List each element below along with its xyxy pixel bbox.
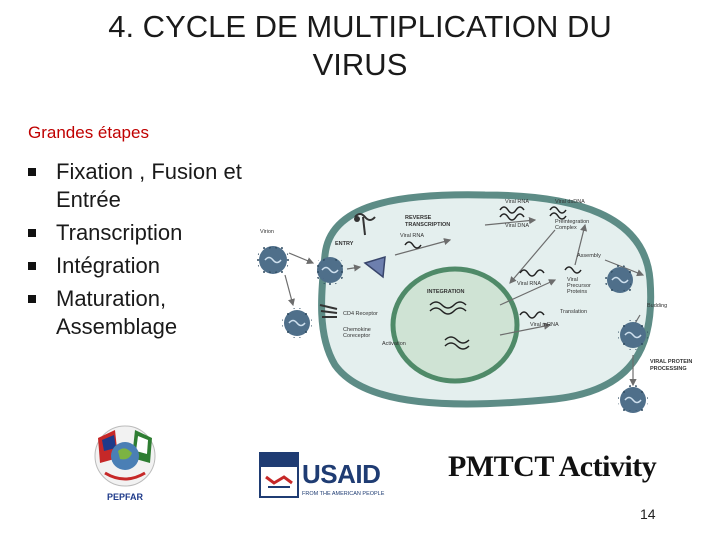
pepfar-logo: PEPFAR (94, 425, 156, 502)
label-viral-protein-2: Precursor (567, 283, 591, 289)
arrow (509, 229, 556, 284)
bullet-line: Assemblage (56, 314, 178, 339)
hiv-replication-diagram: Virion ENTRY REVERSE TRANSCRIPTION Viral… (257, 191, 692, 415)
viral-rna-strand (519, 269, 545, 277)
square-bullet-icon (28, 295, 36, 303)
bullet-line: Maturation, (56, 286, 167, 311)
label-virion: Virion (260, 229, 274, 235)
viral-rna-strand (499, 206, 525, 214)
bullet-line: Fixation , Fusion et (56, 159, 242, 184)
label-viral-rna-mid: Viral RNA (517, 281, 541, 287)
label-budding: Budding (647, 303, 667, 309)
label-cd4: CD4 Receptor (343, 311, 378, 317)
arrow (346, 264, 362, 272)
slide-title-line-1: 4. CYCLE DE MULTIPLICATION DU (108, 9, 612, 44)
label-reverse-1: REVERSE (405, 215, 432, 221)
mature-virus-icon (618, 320, 648, 350)
bullet-line: Intégration (56, 253, 160, 278)
viral-dna-strand (499, 213, 525, 221)
label-preint-2: Preintegration (555, 219, 589, 225)
virus-entry-icon (315, 255, 345, 285)
list-item: Intégration (28, 252, 288, 280)
list-item: Fixation , Fusion et Entrée (28, 158, 288, 214)
list-item: Maturation, Assemblage (28, 285, 288, 341)
bullet-line: Transcription (56, 220, 183, 245)
virus-particle-icon (282, 308, 312, 338)
arrow (484, 217, 537, 226)
label-activation: Activation (382, 341, 406, 347)
integrated-dna (444, 342, 470, 350)
arrow (284, 274, 295, 307)
viral-rna-strand (404, 241, 422, 249)
arrow (499, 322, 552, 336)
label-entry: ENTRY (335, 241, 354, 247)
usaid-logo: USAID FROM THE AMERICAN PEOPLE (259, 452, 385, 498)
cell-nucleus (390, 266, 520, 384)
viral-protein-strand (564, 266, 582, 274)
label-assembly: Assembly (577, 253, 601, 259)
virus-particle-icon (257, 244, 289, 276)
viral-dsdna-strand (549, 206, 567, 214)
label-reverse-2: TRANSCRIPTION (405, 222, 450, 228)
label-integration: INTEGRATION (427, 289, 465, 295)
arrow (288, 252, 315, 265)
label-preint-1: Viral dsDNA (555, 199, 585, 205)
section-subtitle: Grandes étapes (28, 123, 149, 142)
label-viral-dna: Viral DNA (505, 223, 529, 229)
slide-title-line-2: VIRUS (312, 47, 408, 82)
label-chemokine-1: Chemokine (343, 327, 371, 333)
usaid-tagline: FROM THE AMERICAN PEOPLE (302, 491, 385, 497)
pepfar-text: PEPFAR (107, 492, 144, 502)
pmtct-activity-logo: PMTCT Activity (448, 450, 657, 483)
stages-list: Fixation , Fusion et Entrée Transcriptio… (28, 158, 288, 346)
label-viral-protein-1: Viral (567, 277, 578, 283)
arrow (499, 279, 557, 306)
arrow (394, 238, 452, 256)
bullet-line: Entrée (56, 187, 121, 212)
label-viral-rna-top: Viral RNA (505, 199, 529, 205)
label-viral-protein-3: Proteins (567, 289, 587, 295)
page-number: 14 (640, 506, 656, 522)
square-bullet-icon (28, 262, 36, 270)
arrow (574, 223, 588, 266)
label-processing-1: VIRAL PROTEIN (650, 359, 692, 365)
integrated-dna (444, 336, 470, 344)
label-translation: Translation (560, 309, 587, 315)
partner-logos: PEPFAR USAID FROM THE AMERICAN PEOPLE PM… (0, 415, 720, 525)
list-item: Transcription (28, 219, 288, 247)
viral-capsid-icon (363, 255, 386, 279)
integrated-dna (429, 301, 467, 309)
label-processing-2: PROCESSING (650, 366, 687, 372)
viral-mrna-strand (519, 311, 545, 319)
label-viral-mrna: Viral mRNA (530, 322, 559, 328)
mature-virus-icon (618, 385, 648, 415)
usaid-text: USAID (302, 459, 380, 489)
square-bullet-icon (28, 229, 36, 237)
budding-virus-icon (605, 265, 635, 295)
cd4-receptor-icon (319, 304, 338, 318)
slide-title: 4. CYCLE DE MULTIPLICATION DU VIRUS (40, 8, 680, 84)
label-chemokine-2: Coreceptor (343, 333, 370, 339)
square-bullet-icon (28, 168, 36, 176)
label-viral-rna-left: Viral RNA (400, 233, 424, 239)
label-preint-3: Complex (555, 225, 577, 231)
viral-dsdna-strand (549, 212, 567, 220)
receptor-spiral-icon (354, 213, 376, 236)
integrated-dna (429, 307, 467, 315)
